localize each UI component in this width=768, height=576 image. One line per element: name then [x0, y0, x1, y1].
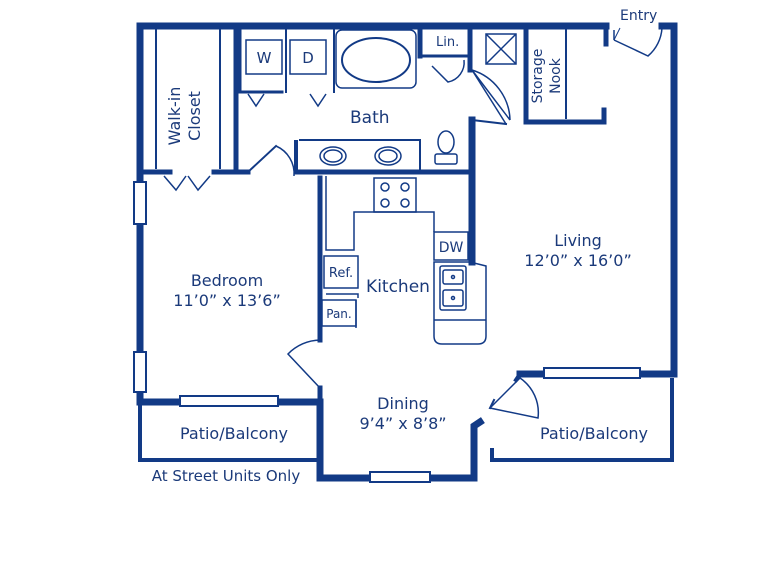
dryer-label: D	[302, 49, 314, 67]
pantry	[321, 299, 357, 327]
living-size: 12’0” x 16’0”	[524, 251, 631, 270]
sink-left-icon	[319, 146, 347, 166]
closet-label-line1: Walk-in	[165, 87, 184, 146]
bath-label: Bath	[350, 108, 390, 128]
storage-label-line2: Nook	[548, 57, 564, 94]
bedroom-name: Bedroom	[191, 271, 263, 290]
closet-label-line2: Closet	[185, 91, 204, 141]
window-living	[543, 367, 641, 379]
washer-label: W	[257, 49, 272, 67]
patio-right-label: Patio/Balcony	[540, 424, 648, 443]
dishwasher	[433, 231, 469, 261]
window-patio-left	[179, 395, 279, 407]
dining-size: 9’4” x 8’8”	[359, 414, 446, 433]
windows	[133, 181, 641, 483]
linen-label: Lin.	[436, 35, 459, 50]
washer	[245, 39, 283, 75]
pantry-label: Pan.	[326, 307, 351, 321]
dishwasher-label: DW	[439, 240, 464, 256]
bathtub	[335, 29, 417, 89]
labels: Entry Lin. Bath Walk-in Closet Storage N…	[152, 8, 657, 485]
laundry	[245, 39, 327, 75]
water-heater-icon	[485, 33, 517, 65]
window-bedroom-top	[133, 181, 147, 225]
living-name: Living	[554, 231, 602, 250]
kitchen-fixtures	[321, 176, 487, 345]
sink-right-icon	[374, 146, 402, 166]
dining-name: Dining	[377, 394, 429, 413]
toilet-icon	[437, 130, 455, 154]
refrigerator-label: Ref.	[329, 266, 353, 281]
street-units-note: At Street Units Only	[152, 467, 301, 485]
refrigerator	[323, 255, 359, 289]
stove	[373, 177, 417, 213]
bathtub-basin-icon	[341, 37, 411, 83]
kitchen-label: Kitchen	[366, 277, 430, 297]
bedroom-size: 11’0” x 13’6”	[173, 291, 280, 310]
bath-fixtures	[319, 29, 517, 166]
dryer	[289, 39, 327, 75]
patio-left-label: Patio/Balcony	[180, 424, 288, 443]
doors	[163, 27, 663, 419]
window-bedroom-bottom	[133, 351, 147, 393]
kitchen-sink-icon	[439, 265, 467, 311]
storage-label-line1: Storage	[530, 49, 546, 104]
entry-label: Entry	[620, 8, 657, 24]
window-dining	[369, 471, 431, 483]
walls	[136, 22, 678, 482]
